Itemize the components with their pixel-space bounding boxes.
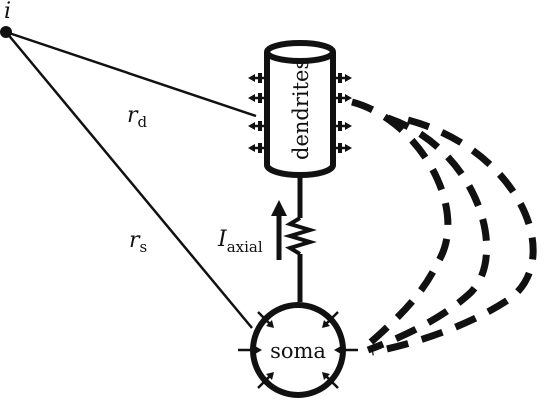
rd-subscript: d bbox=[138, 113, 148, 131]
iaxial-label: Iaxial bbox=[217, 227, 263, 256]
current-loop-outer bbox=[371, 116, 537, 356]
point-i-label: i bbox=[4, 0, 11, 24]
axial-current-arrow bbox=[271, 200, 287, 260]
soma-label: soma bbox=[270, 339, 326, 363]
current-loop-inner bbox=[351, 98, 452, 353]
dendrite-ticks bbox=[258, 73, 342, 153]
iaxial-symbol: I bbox=[217, 227, 228, 252]
rd-symbol: r bbox=[127, 103, 139, 128]
rs-label: rs bbox=[129, 228, 147, 256]
rd-label: rd bbox=[127, 103, 148, 131]
rs-symbol: r bbox=[129, 228, 141, 253]
current-loop-middle bbox=[366, 114, 491, 354]
dendrites-label: dendrites bbox=[289, 59, 313, 160]
current-loops bbox=[351, 98, 537, 356]
cylinder-bottom bbox=[264, 164, 336, 178]
rs-distance-line bbox=[5, 31, 253, 329]
dendrite-cylinder bbox=[264, 40, 336, 178]
soma-arrows bbox=[238, 311, 358, 389]
soma-ticks bbox=[251, 314, 345, 386]
resistor-zigzag bbox=[283, 216, 317, 256]
rd-distance-line bbox=[5, 30, 257, 118]
rs-subscript: s bbox=[140, 238, 148, 256]
axial-resistor bbox=[283, 176, 317, 302]
cylinder-top bbox=[264, 40, 336, 64]
iaxial-subscript: axial bbox=[227, 238, 263, 256]
